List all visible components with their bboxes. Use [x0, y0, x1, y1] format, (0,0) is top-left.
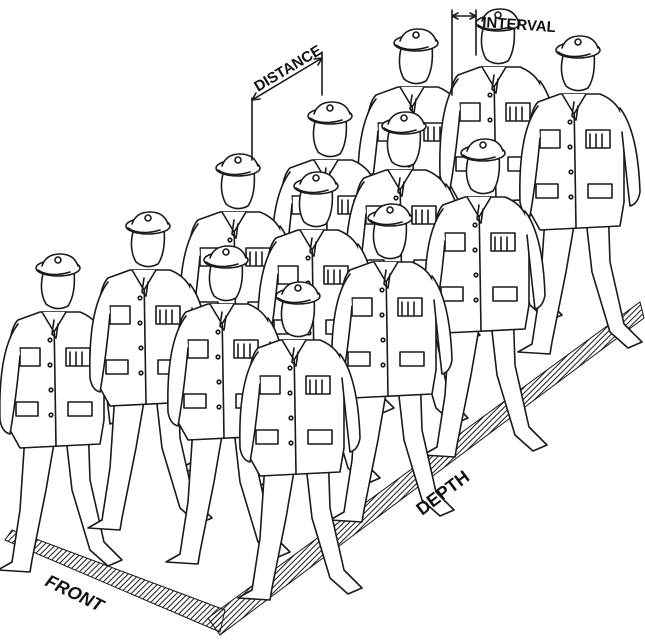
distance-label: DISTANCE	[251, 42, 325, 95]
soldier-formation	[0, 9, 642, 600]
